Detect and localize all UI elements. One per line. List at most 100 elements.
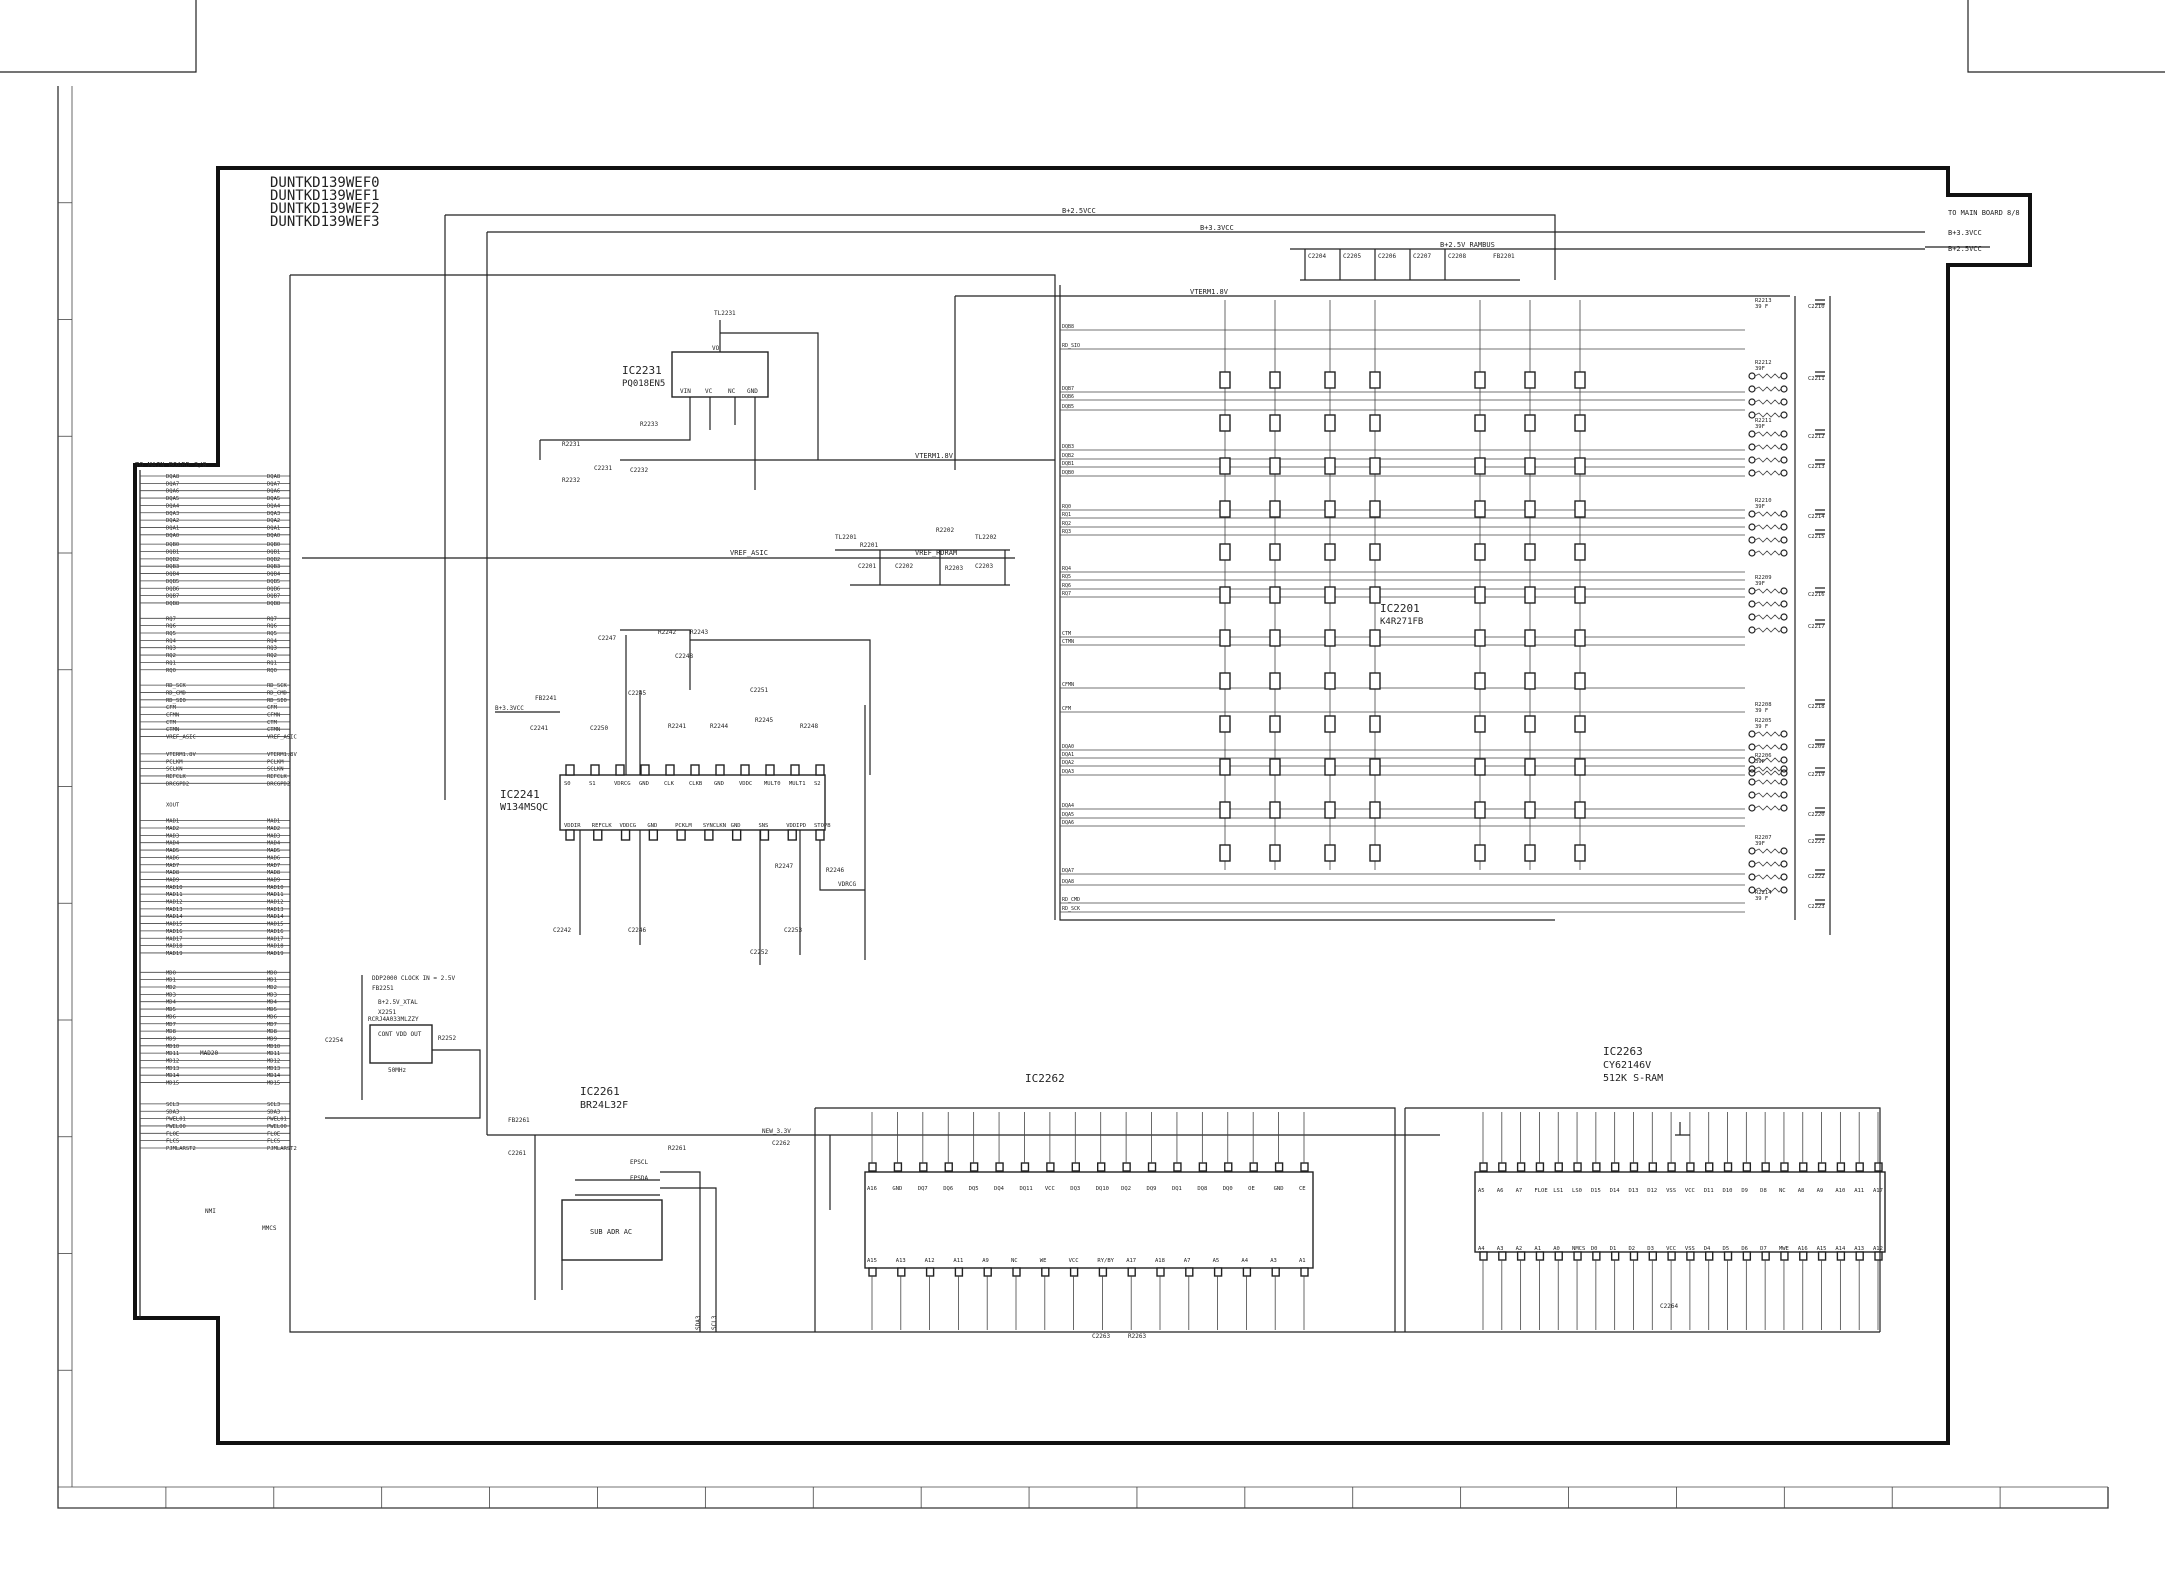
rambus-signal: DQA8 xyxy=(1062,879,1074,885)
left-signal-dqb-r: DQB2 xyxy=(267,557,280,563)
pin-box xyxy=(1686,1251,1695,1261)
c2245: C2245 xyxy=(628,690,646,697)
ic2263-pin-label: A3 xyxy=(1497,1246,1504,1252)
rambus-signal: RQ7 xyxy=(1062,591,1071,597)
rdram-pin-box xyxy=(1369,844,1381,862)
pin-box xyxy=(893,1162,903,1172)
rdram-pin-box xyxy=(1269,457,1281,475)
rdram-pin-box xyxy=(1269,586,1281,604)
left-signal-dqa-r: DQA2 xyxy=(267,518,280,524)
resistor-zigzag xyxy=(1754,537,1782,543)
left-signal-mad-r: MAD19 xyxy=(267,951,284,957)
left-signal-dqa-r: DQA1 xyxy=(267,525,280,531)
tl2202: TL2202 xyxy=(975,534,997,541)
left-signal-dqa: DQA4 xyxy=(166,503,180,509)
ic2263-pin-label: NMCS xyxy=(1572,1246,1585,1252)
ic2262-pin-label: DQ10 xyxy=(1096,1186,1109,1192)
ic2263-pin-label: A12 xyxy=(1873,1246,1883,1252)
ic2241-top-pin: GND xyxy=(714,781,724,787)
ic2262-pin-label: DQ11 xyxy=(1019,1186,1032,1192)
left-signal-md: MD15 xyxy=(166,1081,179,1087)
rdram-pin-box xyxy=(1524,672,1536,690)
rail-b25-rambus: B+2.5V_RAMBUS xyxy=(1440,241,1495,249)
r2241: R2241 xyxy=(668,723,686,730)
ic2262-pin-label: DQ2 xyxy=(1121,1186,1131,1192)
pin-box xyxy=(740,764,750,776)
left-signal-mad: MAD7 xyxy=(166,863,179,869)
rambus-signal: RD_SIO xyxy=(1062,343,1080,349)
decoupling-cap: C2221 xyxy=(1808,839,1825,845)
left-signal-ctl: PWEL00 xyxy=(166,1124,186,1130)
ic2262-pin-label: DQ0 xyxy=(1223,1186,1233,1192)
tl2201: TL2201 xyxy=(835,534,857,541)
resistor-zigzag xyxy=(1754,412,1782,418)
left-signal-md: MD7 xyxy=(166,1022,176,1028)
left-signal-ctl: PJMLARST2 xyxy=(166,1146,196,1152)
decoupling-cap: C2222 xyxy=(1808,874,1825,880)
resistor-pack-val: 39 F xyxy=(1755,896,1768,902)
cap-symbol xyxy=(1815,619,1825,625)
cap-symbol xyxy=(1815,459,1825,465)
ic2262-pin-label: DQ3 xyxy=(1070,1186,1080,1192)
left-signal-rd: CTM xyxy=(166,720,177,726)
c2231: C2231 xyxy=(594,465,612,472)
r2243: R2243 xyxy=(690,629,708,636)
ic2262-pin-label: DQ5 xyxy=(969,1186,979,1192)
c2261: C2261 xyxy=(508,1150,526,1157)
left-signal-rq: RQ6 xyxy=(166,624,176,630)
resistor-zigzag xyxy=(1754,731,1782,737)
rdram-pin-box xyxy=(1474,629,1486,647)
resistor-zigzag xyxy=(1754,792,1782,798)
resistor-zigzag xyxy=(1754,373,1782,379)
rambus-signal: CFM xyxy=(1062,706,1071,712)
left-signal-md: MD1 xyxy=(166,978,176,984)
resistor-pack-val: 39F xyxy=(1755,581,1765,587)
ic2201-part: K4R271FB xyxy=(1380,617,1423,627)
decoupling-cap: C2213 xyxy=(1808,464,1825,470)
rdram-pin-box xyxy=(1369,500,1381,518)
c2201: C2201 xyxy=(858,563,876,570)
left-signal-mad: MAD16 xyxy=(166,929,183,935)
resistor-zigzag xyxy=(1754,601,1782,607)
rdram-pin-box xyxy=(1324,715,1336,733)
rdram-pin-box xyxy=(1369,543,1381,561)
resistor-zigzag xyxy=(1754,757,1782,763)
ic2231-part: PQ018EN5 xyxy=(622,379,665,389)
ic2262-pin-label: RY/BY xyxy=(1097,1258,1114,1264)
ic2263-pin-label: A16 xyxy=(1798,1246,1808,1252)
ic2241-top-pin: VDDC xyxy=(739,781,752,787)
pin-box xyxy=(1874,1251,1883,1261)
rdram-pin-box xyxy=(1219,457,1231,475)
cap-symbol xyxy=(1815,509,1825,515)
r2244: R2244 xyxy=(710,723,728,730)
ic2241-bot-pin: GND xyxy=(647,823,657,829)
rambus-signal: DQB5 xyxy=(1062,404,1074,410)
left-signal-mad: MAD8 xyxy=(166,870,179,876)
left-signal-md: MD8 xyxy=(166,1029,176,1035)
rdram-pin-box xyxy=(1219,500,1231,518)
left-signal-md-r: MD11 xyxy=(267,1051,280,1057)
rdram-pin-box xyxy=(1524,844,1536,862)
ic2263-pin-label: A6 xyxy=(1497,1188,1504,1194)
ic2263-pin-label: D7 xyxy=(1760,1246,1767,1252)
rdram-pin-box xyxy=(1219,715,1231,733)
ic2263-ref: IC2263 xyxy=(1603,1045,1643,1058)
left-signal-mad-r: MAD7 xyxy=(267,863,280,869)
r2245: R2245 xyxy=(755,717,773,724)
rdram-pin-box xyxy=(1574,457,1586,475)
ic2263-pin-label: A10 xyxy=(1835,1188,1845,1194)
ic2241-top-pin: S0 xyxy=(564,781,571,787)
vterm-label-2: VTERM1.8V xyxy=(915,452,954,460)
left-signal-rd: VREF_ASIC xyxy=(166,735,196,741)
left-signal-md: MD4 xyxy=(166,1000,177,1006)
left-signal-rd: RD_CMD xyxy=(166,690,186,696)
ic2241-top-pin: VDRCG xyxy=(614,781,631,787)
c2251: C2251 xyxy=(750,687,768,694)
term-resistor xyxy=(1780,385,1788,393)
resistor-zigzag xyxy=(1754,457,1782,463)
vref-rdram-label: VREF_RDRAM xyxy=(915,549,957,557)
rdram-pin-box xyxy=(1474,715,1486,733)
ic2241-ref: IC2241 xyxy=(500,788,540,801)
ic2262-pin-label: DQ8 xyxy=(1197,1186,1207,1192)
